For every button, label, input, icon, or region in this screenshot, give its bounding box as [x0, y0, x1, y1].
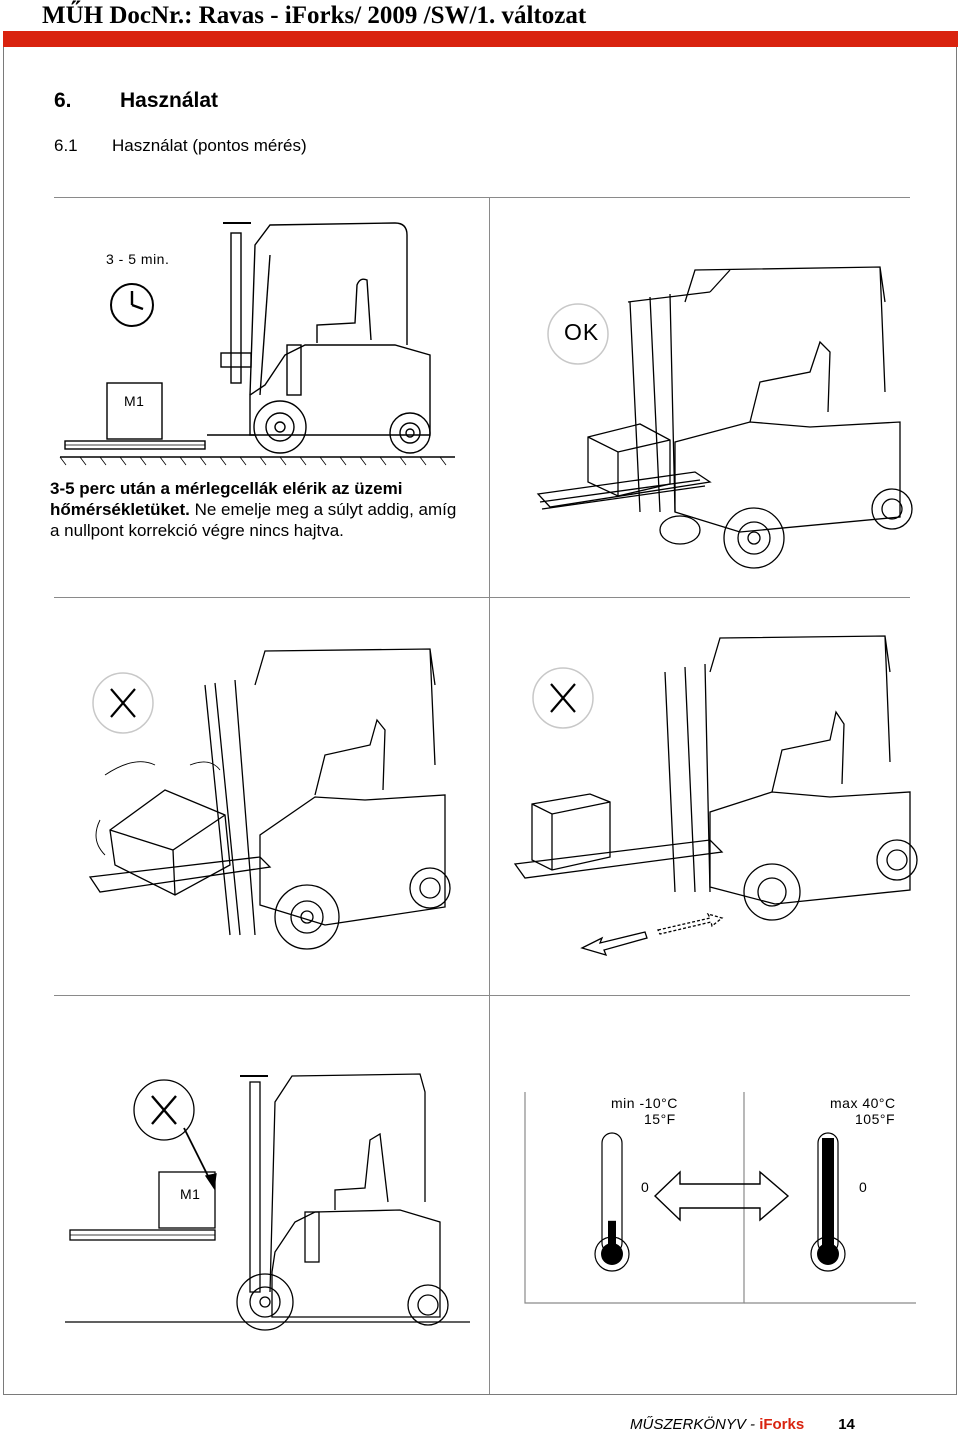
- thermometer-min-fill: [608, 1220, 616, 1253]
- panel-temperature-range: [524, 1092, 916, 1304]
- warmup-text-normal: Ne emelje meg a súlyt addig, amíg a null…: [50, 500, 457, 540]
- wrong-badge-2: [532, 667, 594, 729]
- min-temp-celsius: min -10°C: [611, 1095, 678, 1111]
- double-arrow-icon: [653, 1170, 790, 1222]
- thermometer-max-fill: [822, 1138, 834, 1253]
- ok-status-label: OK: [564, 319, 600, 345]
- max-temp-celsius: max 40°C: [830, 1095, 896, 1111]
- front-wheel: [253, 400, 307, 454]
- subsection-name: Használat (pontos mérés): [112, 136, 307, 155]
- thermometer-min-icon: [594, 1132, 630, 1272]
- cross-icon-3: [151, 1095, 177, 1125]
- weight-label-m1-off-center: M1: [180, 1186, 201, 1202]
- panel-wrong-moving: [513, 635, 918, 956]
- warmup-instruction-text: 3-5 perc után a mérlegcellák elérik az ü…: [50, 478, 470, 541]
- grid-line-vertical: [489, 198, 490, 1394]
- panel-wrong-off-center-load: [65, 1073, 470, 1331]
- section-title: 6. Használat: [54, 89, 218, 113]
- footer-manual-label: MŰSZERKÖNYV -: [630, 1416, 760, 1433]
- grid-line-top: [54, 197, 910, 198]
- clock-icon: [110, 283, 154, 327]
- motion-arrow-right: [657, 912, 724, 935]
- thermometer-max-icon: [810, 1132, 846, 1272]
- cross-icon-2: [550, 683, 576, 713]
- panel-wrong-tilted-load: [88, 648, 451, 950]
- grid-line-lower: [54, 995, 910, 996]
- header-red-rule: [3, 31, 958, 47]
- weight-box-m1-off-center: [158, 1171, 216, 1229]
- ok-badge: [547, 303, 609, 365]
- motion-arrow-left: [580, 931, 648, 956]
- document-header: MŰH DocNr.: Ravas - iForks/ 2009 /SW/1. …: [42, 2, 587, 29]
- page-frame: [3, 47, 957, 1395]
- warmup-text-bold: 3-5 perc után a mérlegcellák elérik az ü…: [50, 479, 403, 519]
- grid-line-middle: [54, 597, 910, 598]
- zero-label-right: 0: [859, 1179, 868, 1195]
- weight-box-m1: [106, 382, 163, 440]
- page-footer: MŰSZERKÖNYV - iForks 14: [630, 1416, 855, 1433]
- min-temp-fahrenheit: 15°F: [644, 1111, 676, 1127]
- max-temp-fahrenheit: 105°F: [855, 1111, 896, 1127]
- footer-brand: iForks: [759, 1416, 805, 1433]
- subsection-title: 6.1 Használat (pontos mérés): [54, 136, 307, 156]
- subsection-number: 6.1: [54, 136, 78, 155]
- section-name: Használat: [120, 89, 219, 112]
- panel-ok-illustration: [536, 266, 913, 569]
- wrong-badge-3: [133, 1079, 195, 1141]
- weight-label-m1: M1: [124, 393, 145, 409]
- zero-label-left: 0: [641, 1179, 650, 1195]
- rear-wheel: [389, 412, 431, 454]
- cross-icon-1: [110, 688, 136, 718]
- wrong-badge-1: [92, 672, 154, 734]
- time-label: 3 - 5 min.: [106, 251, 170, 267]
- section-number: 6.: [54, 89, 72, 112]
- panel-warmup-illustration: [59, 222, 455, 466]
- page-number: 14: [838, 1416, 855, 1433]
